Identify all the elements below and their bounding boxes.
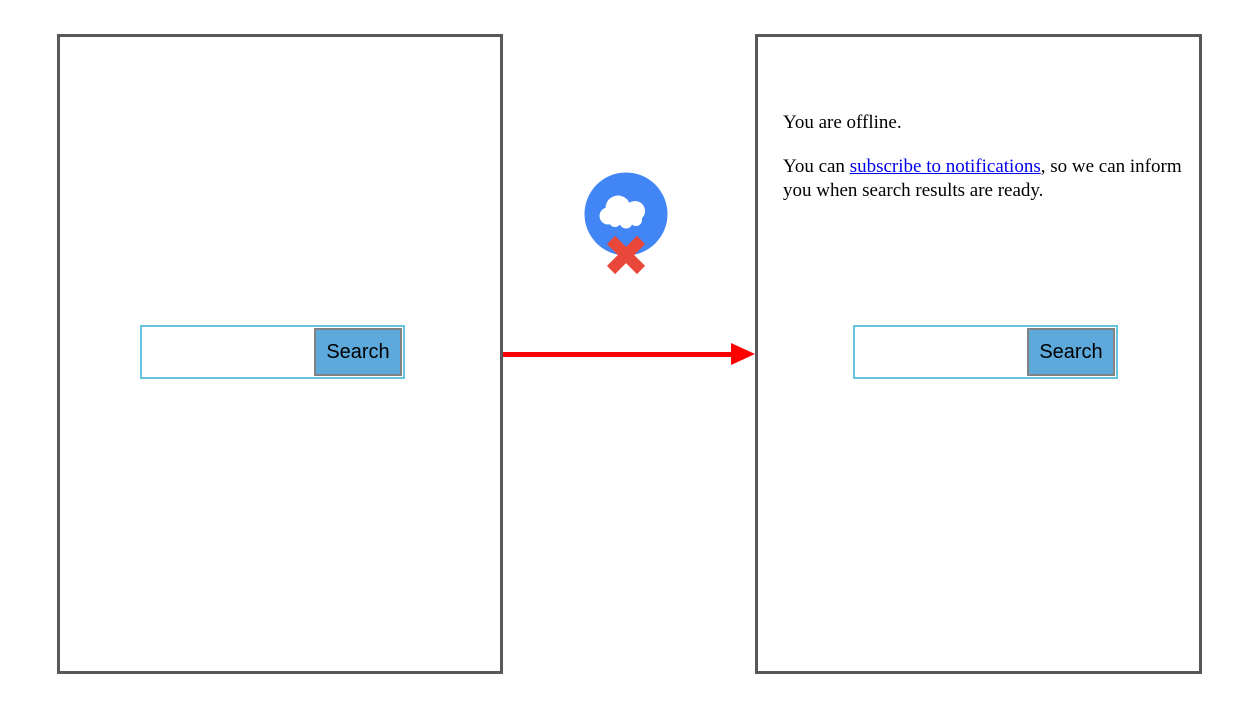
search-input[interactable] xyxy=(857,329,1015,375)
notification-text: You can subscribe to notifications, so w… xyxy=(783,155,1185,203)
search-form: Search xyxy=(140,325,405,379)
cloud-offline-icon xyxy=(584,172,668,275)
subscribe-notifications-link[interactable]: subscribe to notifications xyxy=(849,156,1041,177)
offline-status-text: You are offline. xyxy=(783,112,902,133)
notification-text-prefix: You can xyxy=(783,156,850,177)
arrow-right-head-icon xyxy=(731,343,755,365)
browser-frame-after: You are offline. You can subscribe to no… xyxy=(755,34,1202,674)
search-form: Search xyxy=(853,325,1118,379)
x-mark-icon xyxy=(606,235,646,275)
notification-text-suffix: , so we can inform you when search resul… xyxy=(783,156,1182,201)
offline-message-block: You are offline. You can subscribe to no… xyxy=(783,111,1185,223)
search-button[interactable]: Search xyxy=(314,328,402,376)
cloud-icon xyxy=(599,195,645,229)
arrow-right-icon xyxy=(503,352,732,357)
browser-frame-before: Search xyxy=(57,34,503,674)
search-button[interactable]: Search xyxy=(1027,328,1115,376)
search-input[interactable] xyxy=(144,329,302,375)
